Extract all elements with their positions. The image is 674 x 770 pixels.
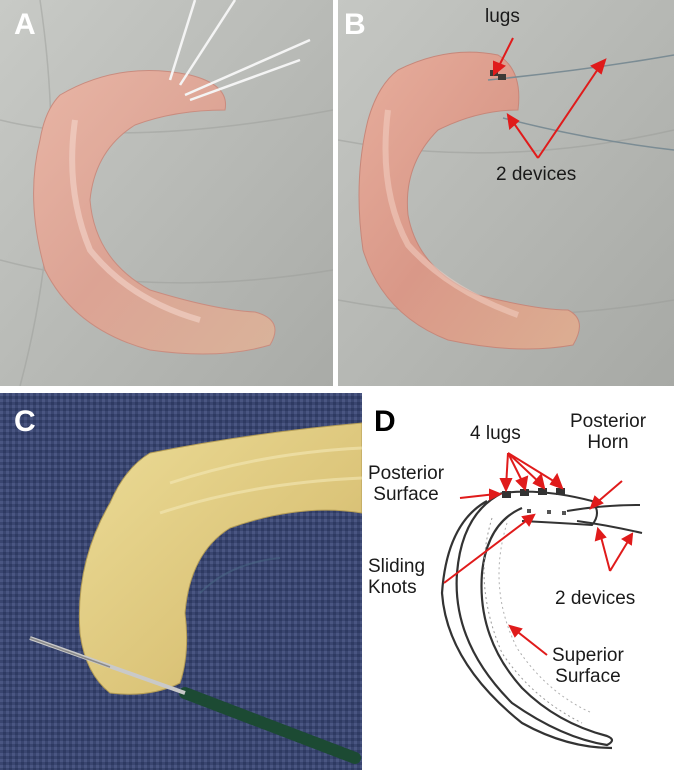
panel-c: C (0, 393, 362, 770)
lug-markers (502, 488, 565, 498)
lugs-label: lugs (485, 6, 520, 27)
suture-threads (168, 0, 311, 102)
superior-surface-label: Superior Surface (552, 645, 624, 688)
schematic-drawing (362, 393, 674, 770)
panel-label: C (14, 405, 36, 438)
meniscus-tissue (78, 422, 362, 695)
needle-device (29, 636, 361, 764)
panel-label: A (14, 8, 36, 41)
device-lines (566, 504, 643, 534)
posterior-horn-label: Posterior Horn (570, 411, 647, 454)
sliding-knots-label: Sliding Knots (368, 556, 426, 599)
devices-label: 2 devices (555, 588, 636, 609)
annotation-arrows (493, 37, 607, 159)
panel-b: B lugs 2 devices (338, 0, 674, 386)
panel-label: D (374, 405, 396, 438)
device-wires (487, 54, 674, 151)
sliding-knot-markers (527, 509, 566, 515)
devices-label: 2 devices (496, 164, 577, 185)
four-lugs-label: 4 lugs (470, 423, 521, 444)
photo-meniscus-with-devices (338, 0, 674, 386)
panel-d: D 4 lugs Posterior Horn Posterior Surfac… (362, 393, 674, 770)
meniscus-tissue (358, 51, 580, 350)
annotation-arrows (443, 452, 634, 656)
panel-label: B (344, 8, 366, 41)
meniscus-tissue (33, 70, 276, 355)
photo-meniscus-with-sutures (0, 0, 333, 386)
posterior-surface-label: Posterior Surface (368, 463, 445, 506)
photo-fixed-meniscus-with-needle (0, 393, 362, 770)
panel-a: A (0, 0, 333, 386)
